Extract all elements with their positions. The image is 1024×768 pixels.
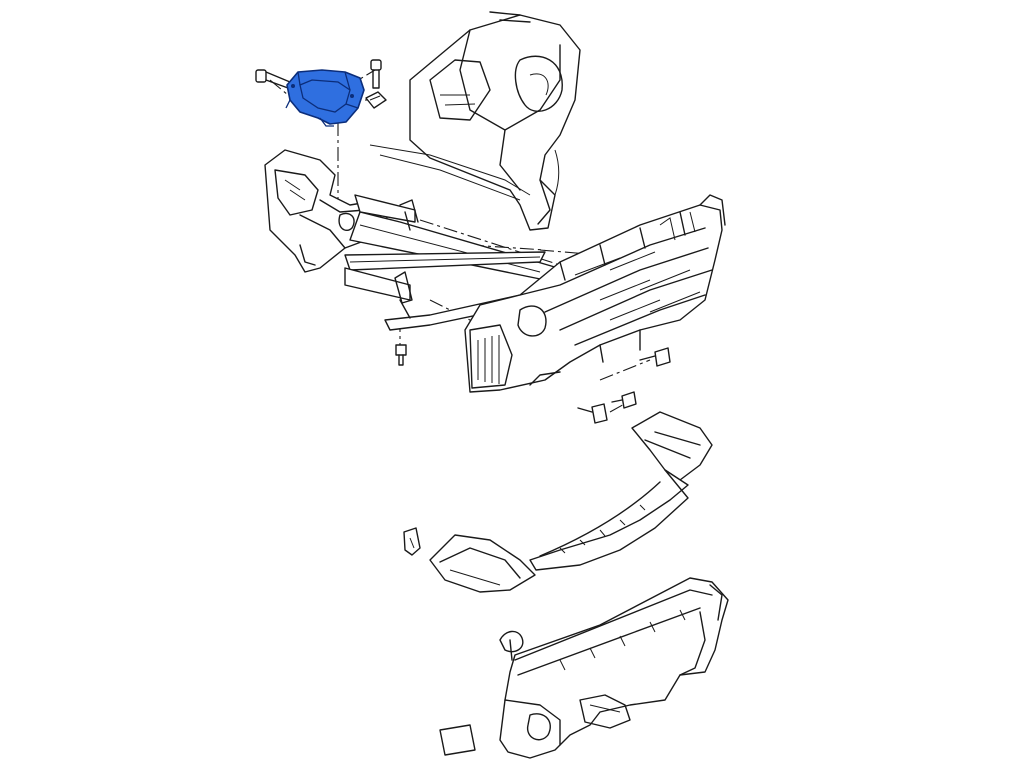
bolt-icon	[255, 59, 671, 424]
clip-nut-icon	[365, 91, 387, 109]
lower-radiator-panel-icon	[403, 411, 713, 593]
highlighted-bracket-icon	[285, 69, 365, 127]
fender-inner-panel-icon	[369, 11, 581, 231]
radiator-support-frame-icon	[464, 194, 726, 393]
bumper-reinforcement-bar-icon	[439, 577, 729, 759]
